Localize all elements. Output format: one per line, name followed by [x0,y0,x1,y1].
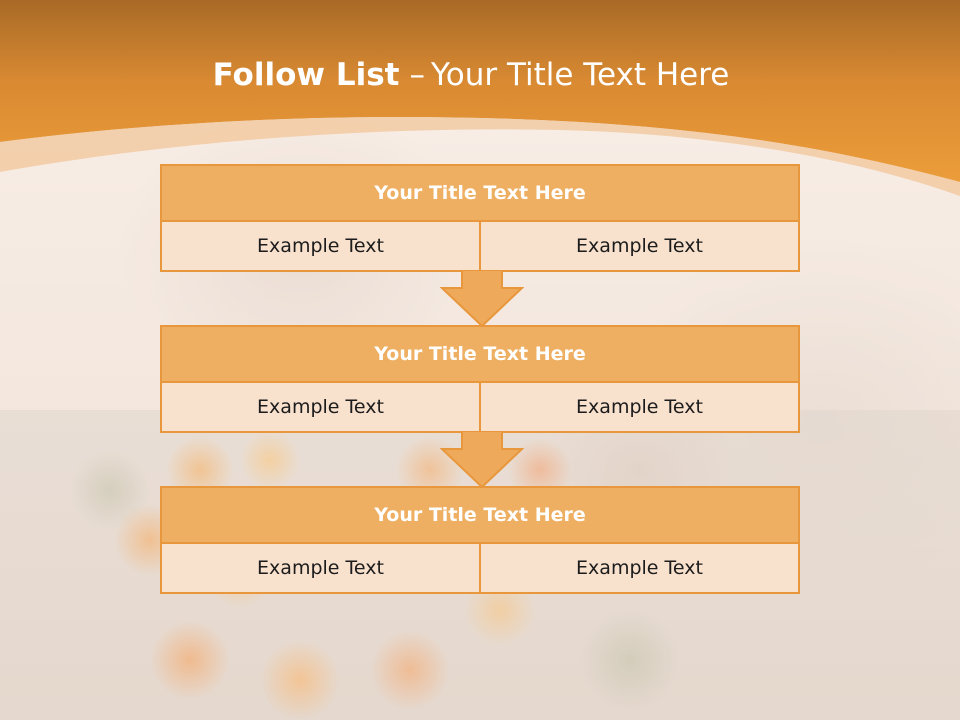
down-arrow-icon [440,431,524,489]
title-rest-text: Your Title Text Here [430,57,730,93]
slide-title: Follow List–Your Title Text Here [0,54,942,96]
block-row: Example Text Example Text [162,544,798,592]
block-cell-right: Example Text [479,383,798,431]
follow-block-3: Your Title Text Here Example Text Exampl… [160,486,800,594]
block-title: Your Title Text Here [162,488,798,544]
follow-block-1: Your Title Text Here Example Text Exampl… [160,164,800,272]
block-cell-left: Example Text [162,222,479,270]
block-cell-right: Example Text [479,222,798,270]
title-separator: – [409,57,425,93]
block-title: Your Title Text Here [162,327,798,383]
block-cell-left: Example Text [162,383,479,431]
block-title: Your Title Text Here [162,166,798,222]
follow-block-2: Your Title Text Here Example Text Exampl… [160,325,800,433]
header-band [0,0,960,196]
block-cell-left: Example Text [162,544,479,592]
block-row: Example Text Example Text [162,383,798,431]
down-arrow-icon [440,270,524,328]
title-bold-text: Follow List [212,57,400,93]
block-row: Example Text Example Text [162,222,798,270]
block-cell-right: Example Text [479,544,798,592]
